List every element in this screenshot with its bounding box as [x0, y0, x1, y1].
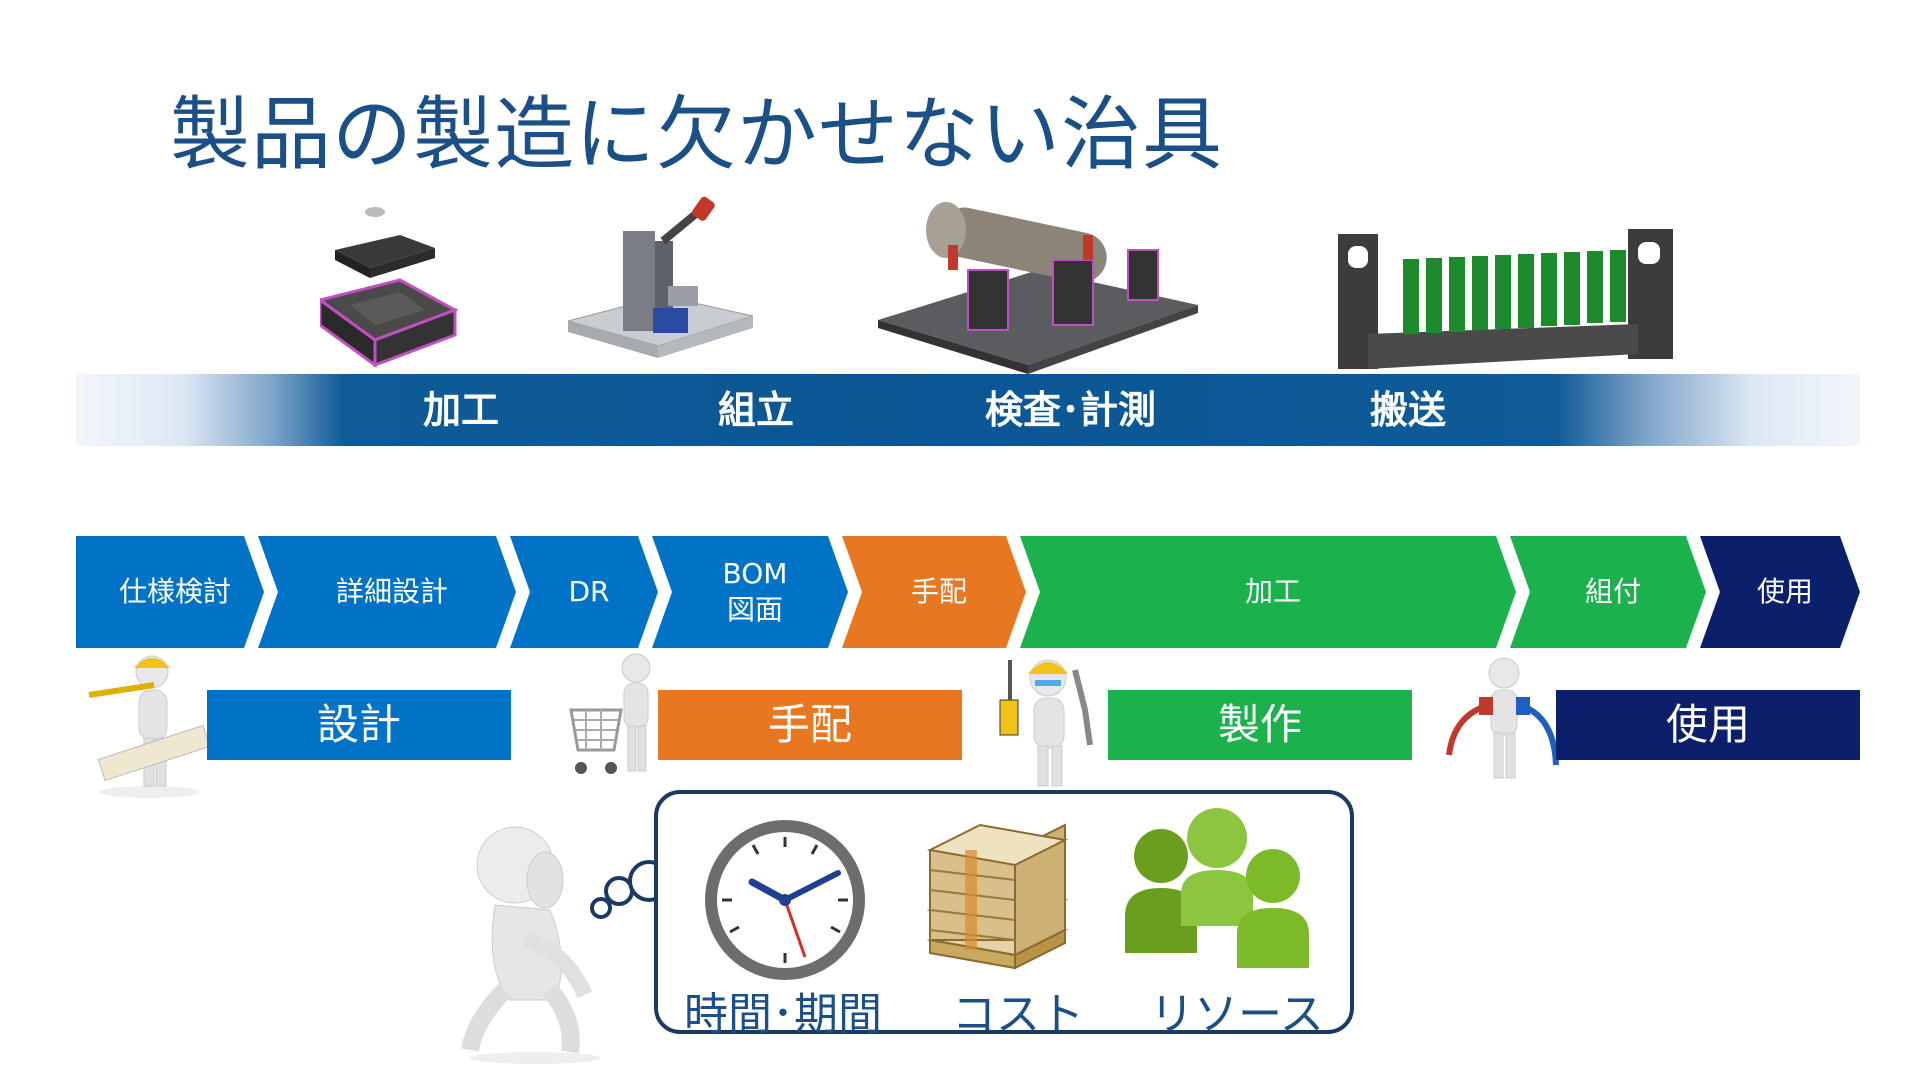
transport-rack-icon	[1338, 229, 1673, 369]
process-step-assembly: 組付	[1510, 536, 1706, 648]
concern-label-cost: コスト	[952, 989, 1084, 1040]
designer-figure-icon	[88, 655, 211, 798]
plug-figure-icon	[1446, 657, 1559, 779]
concern-label-resource: リソース	[1150, 989, 1324, 1040]
stage-band	[76, 374, 1860, 446]
concern-label-time: 時間･期間	[684, 989, 882, 1040]
phase-production: 製作	[1108, 690, 1412, 760]
stage-label-transport: 搬送	[1370, 388, 1447, 432]
process-step-order: 手配	[842, 536, 1026, 648]
process-step-machining: 加工	[1020, 536, 1516, 648]
thought-dot-small	[590, 897, 612, 919]
money-stack-icon	[926, 823, 1069, 970]
process-step-use: 使用	[1700, 536, 1860, 648]
clamp-jig-icon	[568, 196, 753, 358]
process-step-spec: 仕様検討	[76, 536, 264, 648]
people-icon	[1125, 808, 1309, 968]
clock-icon	[705, 820, 865, 980]
stage-label-assembly: 組立	[718, 388, 795, 432]
page-title: 製品の製造に欠かせない治具	[170, 88, 1223, 181]
phase-design: 設計	[207, 690, 511, 760]
stage-label-inspection: 検査･計測	[985, 388, 1157, 432]
thinking-figure-icon	[461, 826, 600, 1064]
machining-jig-icon	[320, 207, 459, 368]
cart-figure-icon	[569, 653, 651, 774]
phase-order: 手配	[658, 690, 962, 760]
phase-use: 使用	[1556, 690, 1860, 760]
inspection-fixture-icon	[878, 202, 1198, 374]
worker-figure-icon	[999, 659, 1093, 787]
stage-label-machining: 加工	[423, 388, 500, 432]
process-step-detail-design: 詳細設計	[258, 536, 516, 648]
process-step-dr: DR	[510, 536, 658, 648]
